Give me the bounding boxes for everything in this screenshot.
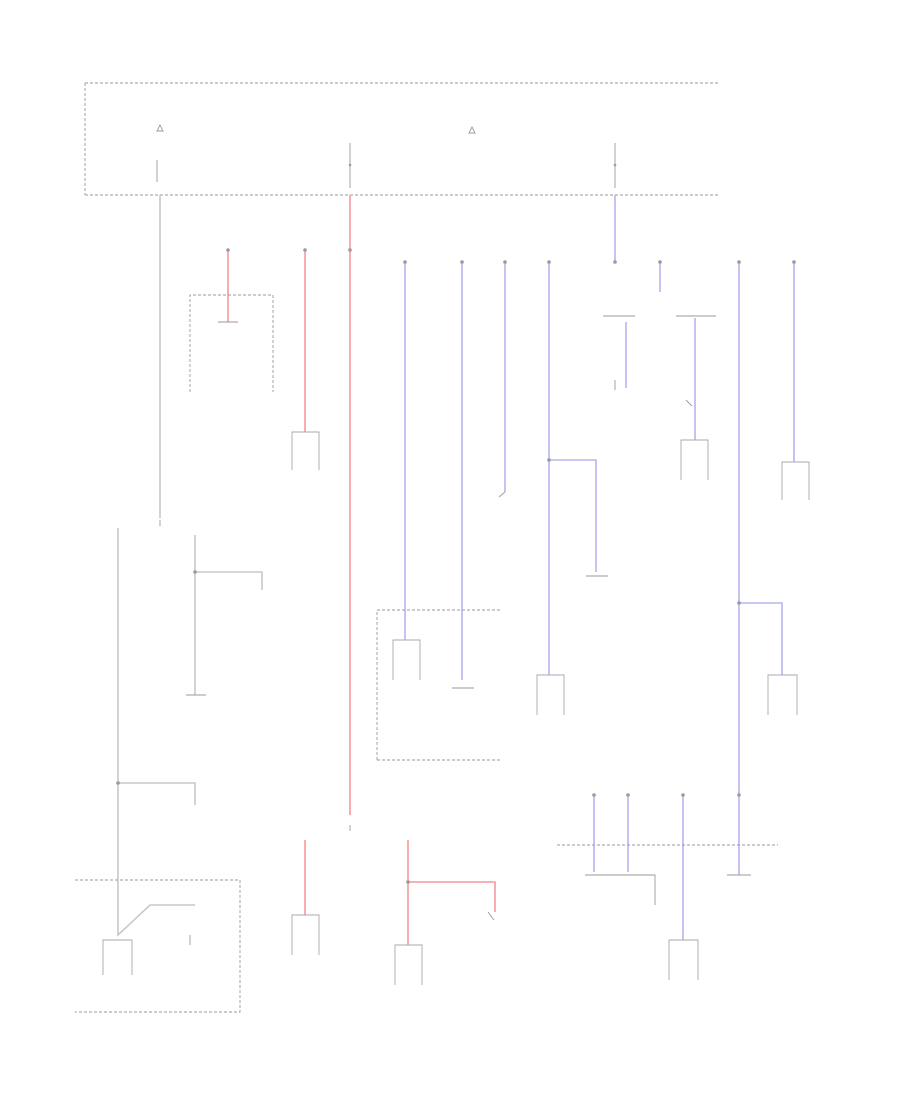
left-transmission-branch <box>159 520 206 696</box>
horn-switch <box>291 431 320 470</box>
mirror-relay <box>376 609 502 761</box>
ground-wires <box>117 195 263 937</box>
body-unit <box>781 461 810 500</box>
hot-run-wires <box>227 195 496 945</box>
power-window-unit <box>767 674 798 715</box>
rear-defog-indicator <box>676 315 716 480</box>
transmission-switch <box>291 825 495 985</box>
fuse-box <box>84 82 720 196</box>
lower-right-body <box>557 844 778 980</box>
cruise-unit <box>498 491 506 498</box>
tail-switch <box>536 575 608 715</box>
starter-box <box>75 879 241 1013</box>
clock <box>603 315 635 390</box>
terminal-dots <box>116 248 796 884</box>
battery-wires <box>404 195 795 940</box>
transmitter-unit <box>189 294 274 392</box>
